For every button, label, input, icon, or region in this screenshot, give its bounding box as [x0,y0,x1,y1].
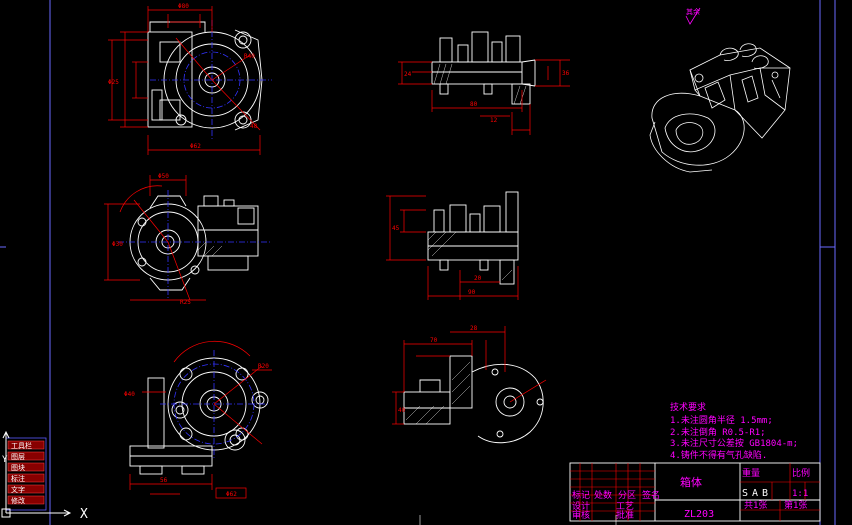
scale-label: 比例 [792,467,810,479]
title-label-process: 工艺 [616,501,634,512]
dim-text: 40 [398,407,406,414]
dim-text: 24 [404,71,412,78]
title-label-review: 审核 [572,509,590,521]
view-top-left[interactable]: Φ80 Φ62 R40 Φ25 48 [108,3,272,155]
title-label-mark: 标记 [572,489,590,501]
roughness-note: 其余 [686,7,700,16]
technical-requirements: 技术要求 1.未注圆角半径 1.5mm; 2.未注倒角 R0.5-R1; 3.未… [670,401,798,461]
left-palette[interactable]: 工具栏 图层 图块 标注 文字 修改 [5,437,47,511]
dim-text: 36 [562,70,570,77]
dim-text: R25 [180,299,191,306]
ucs-x-label: X [80,507,88,522]
part-name[interactable]: 箱体 [680,475,702,489]
view-middle-center[interactable]: 90 45 20 [386,191,519,300]
dim-text: Φ25 [108,79,119,86]
tech-req-item: 2.未注倒角 R0.5-R1; [670,426,766,438]
palette-item[interactable]: 标注 [11,474,25,483]
dim-text: 80 [470,101,478,108]
title-label-approve: 批准 [616,509,634,521]
dim-text: Φ50 [158,173,169,180]
view-isometric[interactable] [649,43,791,173]
dim-text: 12 [490,117,498,124]
sheet-number: 第1张 [784,499,807,511]
dim-text: Φ30 [112,241,123,248]
dim-text: Φ62 [226,491,237,498]
palette-item[interactable]: 图层 [11,453,25,461]
stage-mark-a: A [752,488,758,499]
drawing-number[interactable]: ZL203 [684,509,714,520]
tech-req-item: 4.铸件不得有气孔缺陷. [670,449,767,461]
title-label-design: 设计 [572,500,590,512]
dim-text: Φ40 [124,391,135,398]
scale-value: 1:1 [792,489,808,499]
view-top-center[interactable]: 80 36 24 12 [398,31,570,135]
title-label-zone: 分区 [618,490,636,501]
dim-text: 20 [474,275,482,282]
ucs-icon [1,430,72,518]
weight-label: 重量 [742,467,760,479]
title-label-sign: 签名 [642,489,660,501]
dim-text: 56 [160,477,168,484]
dim-text: 45 [392,225,400,232]
stage-mark-b: B [762,488,768,499]
title-block[interactable]: 标记 处数 分区 签名 设计 审核 工艺 批准 箱体 ZL203 重量 比例 S… [569,462,821,522]
crosshair-marks [419,515,617,525]
ucs-y-label: Y [2,455,8,465]
dim-text: Φ62 [190,143,201,150]
dim-text: 28 [470,325,478,332]
tech-req-item: 3.未注尺寸公差按 GB1804-m; [670,437,798,449]
view-bottom-left[interactable]: Φ62 Φ40 R20 56 [124,340,272,499]
tech-req-item: 1.未注圆角半径 1.5mm; [670,414,773,426]
palette-item[interactable]: 图块 [11,463,25,472]
tech-req-heading: 技术要求 [670,401,706,413]
stage-mark-s: S [742,488,748,499]
palette-item[interactable]: 文字 [11,485,25,494]
view-bottom-center[interactable]: 70 40 28 [392,325,547,444]
title-label-count: 处数 [594,489,612,501]
dim-text: 90 [468,289,476,296]
dim-text: R40 [244,53,255,60]
palette-item[interactable]: 工具栏 [11,441,32,450]
dim-text: R20 [258,363,269,370]
dim-text: 70 [430,337,438,344]
dim-text: 48 [250,123,258,130]
view-middle-left[interactable]: Φ50 Φ30 R25 [104,173,270,306]
palette-item[interactable]: 修改 [11,496,25,505]
sheet-total: 共1张 [744,500,767,511]
dim-text: Φ80 [178,3,189,10]
roughness-symbol: 其余 [685,7,701,25]
left-palette-items: 工具栏 图层 图块 标注 文字 修改 [7,440,45,505]
